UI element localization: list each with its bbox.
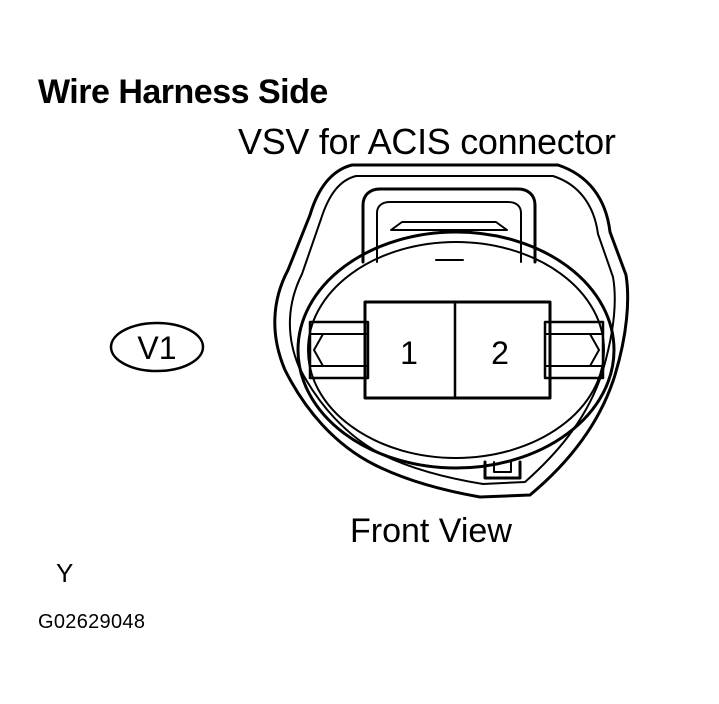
pin-1-label: 1: [400, 335, 418, 371]
connector-code-oval: [109, 321, 205, 373]
left-guide-rail: [308, 320, 370, 380]
connector-latch: [361, 187, 537, 264]
terminal-block: [363, 300, 552, 400]
diagram-heading: Wire Harness Side: [38, 73, 328, 111]
pin-2-label: 2: [491, 335, 509, 371]
figure-code: G02629048: [38, 611, 146, 633]
right-guide-rail: [543, 320, 605, 380]
mark-label: Y: [56, 558, 74, 588]
bottom-key: [483, 460, 522, 480]
connector-cavity: [296, 230, 616, 470]
connector-housing-inner: [288, 175, 616, 485]
view-label: Front View: [350, 512, 512, 550]
connector-code-label: V1: [137, 330, 176, 366]
connector-name: VSV for ACIS connector: [238, 121, 616, 162]
connector-housing-outline: [273, 163, 630, 499]
